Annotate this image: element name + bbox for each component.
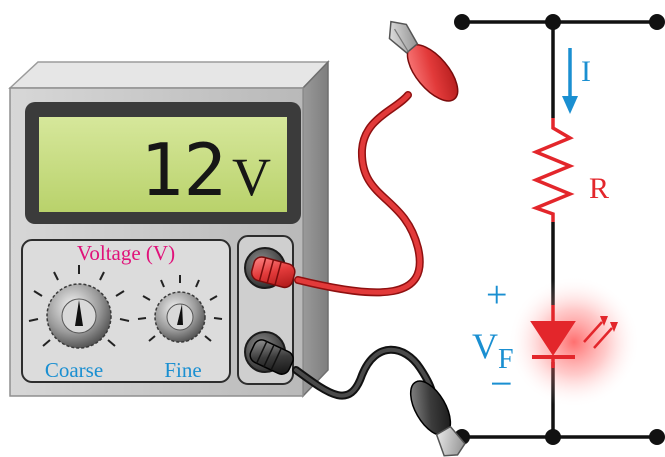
black-test-lead <box>248 337 471 457</box>
vf-main: V <box>472 326 498 366</box>
fine-knob-pointer <box>177 304 183 325</box>
red-alligator-clip[interactable] <box>378 12 467 109</box>
vf-subscript: F <box>498 344 514 375</box>
display-unit: V <box>232 147 271 207</box>
resistor-symbol <box>531 118 575 222</box>
node-top-right <box>649 14 665 30</box>
node-top-left <box>454 14 470 30</box>
minus-label: − <box>490 361 513 406</box>
resistor-label: R <box>589 172 609 205</box>
light-emission-arrows-icon <box>583 316 618 349</box>
plus-label: + <box>486 274 507 316</box>
black-alligator-clip[interactable] <box>403 375 471 457</box>
led-glow <box>508 276 640 408</box>
current-label: I <box>581 55 591 88</box>
node-top-middle <box>545 14 561 30</box>
coarse-knob-pointer <box>75 300 83 326</box>
fine-label: Fine <box>164 358 201 382</box>
black-banana-plug[interactable] <box>248 337 296 377</box>
power-supply: 12 V Voltage (V) Coarse <box>8 60 330 398</box>
red-test-lead <box>250 12 467 297</box>
display-reading: 12 <box>140 128 227 212</box>
current-arrow-icon <box>562 48 578 114</box>
coarse-knob-ticks <box>28 265 130 347</box>
panel-title: Voltage (V) <box>77 241 175 265</box>
case-top <box>8 61 330 89</box>
led-symbol <box>530 305 576 368</box>
vf-label: VF <box>472 326 514 375</box>
coarse-label: Coarse <box>45 358 103 382</box>
display-screen <box>39 117 287 212</box>
node-bottom-right <box>649 429 665 445</box>
red-banana-plug[interactable] <box>250 255 297 289</box>
fine-knob-ticks <box>137 275 223 342</box>
node-bottom-middle <box>545 429 561 445</box>
case-side <box>302 60 329 398</box>
